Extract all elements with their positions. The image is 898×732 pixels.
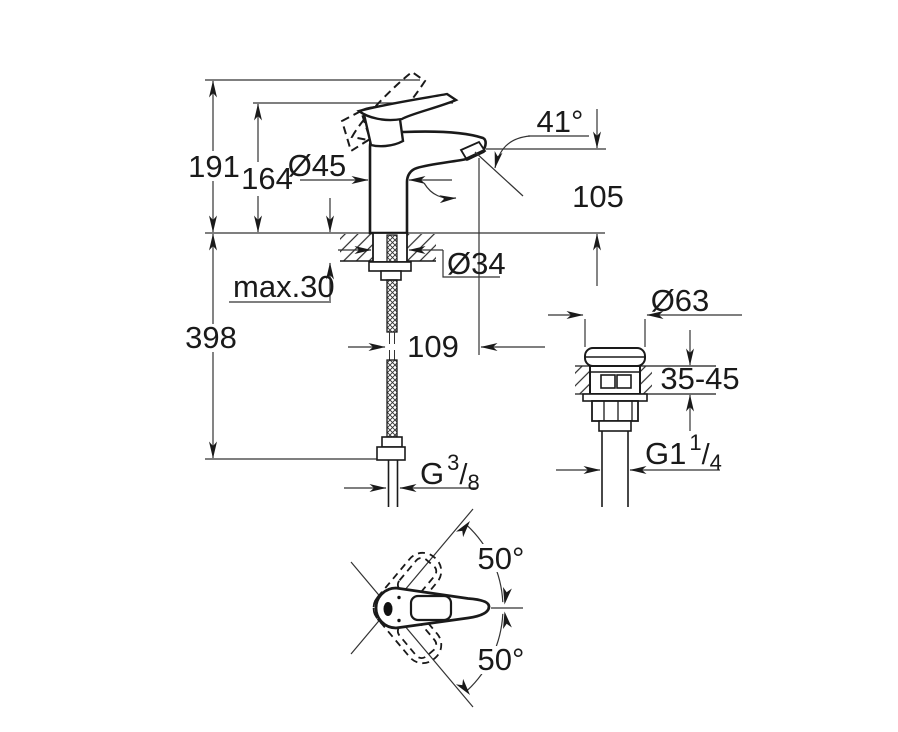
arrowhead-swing-upper-out — [455, 521, 470, 538]
label-overall-height: 191 — [188, 149, 240, 184]
arrowhead-swing-lower-in — [503, 611, 512, 630]
label-swing-lower: 50° — [478, 642, 525, 677]
handle-raised-knob — [340, 109, 372, 153]
hose-in-shank — [386, 234, 398, 263]
shank-washer — [368, 261, 412, 272]
swing-line-upper — [350, 508, 474, 655]
dimension-labels: 191 164 Ø45 41° 105 max.30 Ø34 398 109 Ø… — [185, 104, 740, 677]
supply-hose-upper — [386, 279, 398, 333]
handle-top-slot — [383, 602, 393, 616]
stream-direction-line — [474, 151, 524, 197]
label-flange-diameter: Ø63 — [651, 283, 710, 318]
waste-thread-base: G1 — [645, 436, 686, 471]
waste-hatch-right — [640, 366, 652, 394]
mounting-shank-and-hose — [368, 232, 412, 507]
handle-lever — [356, 92, 459, 122]
label-spout-projection: 109 — [407, 329, 459, 364]
dim-41-arc — [494, 135, 531, 169]
waste-overflow-left — [600, 374, 616, 389]
label-deck-thickness-range: 35-45 — [660, 361, 739, 396]
supply-thread-base: G — [420, 456, 444, 491]
swing-line-lower — [350, 561, 474, 708]
arrowhead-swing-upper-in — [503, 586, 512, 605]
counter-hatch-left — [340, 234, 373, 261]
aerator — [459, 140, 487, 162]
waste-locknut — [591, 400, 639, 422]
hose-fitting-nut — [376, 446, 406, 461]
waste-overflow-right — [616, 374, 632, 389]
label-swing-upper: 50° — [478, 541, 525, 576]
waste-hatch-left — [575, 366, 590, 394]
supply-thread-sup: 3 — [447, 450, 459, 475]
label-body-diameter: Ø45 — [288, 148, 347, 183]
waste-thread-sub: 4 — [710, 450, 722, 475]
handle-top-inner — [409, 594, 453, 622]
waste-washer — [582, 393, 648, 402]
waste-step — [598, 420, 632, 432]
aerator-face — [466, 149, 485, 161]
supply-thread-slash: / — [459, 459, 468, 491]
bg-50-upper — [474, 544, 528, 572]
handle-top-dot-2 — [397, 618, 401, 623]
dim-d34-leader — [442, 250, 500, 278]
bg-50-lower — [474, 646, 528, 674]
label-backgrounds — [474, 544, 528, 674]
label-hole-diameter: Ø34 — [447, 246, 506, 281]
supply-thread-sub: 8 — [467, 470, 479, 495]
flow-direction-arrow — [423, 182, 457, 204]
dimension-lines — [209, 80, 742, 492]
label-handle-height: 164 — [241, 161, 293, 196]
faucet-side-view — [340, 70, 524, 235]
counter-hatch-right — [407, 234, 436, 261]
handle-top-dot-1 — [397, 595, 401, 600]
label-outlet-height: 105 — [572, 179, 624, 214]
hose-fitting-top — [381, 436, 403, 448]
waste-thread-sup: 1 — [689, 430, 701, 455]
label-deck-thickness-max: max.30 — [233, 269, 335, 304]
waste-detail-view — [575, 319, 716, 507]
label-stream-angle: 41° — [537, 104, 584, 139]
arrowhead-swing-lower-out — [455, 678, 470, 695]
supply-hose-lower — [386, 359, 398, 438]
handle-top-view — [350, 508, 523, 708]
shank-nut — [380, 270, 402, 281]
waste-thread-slash: / — [702, 439, 711, 471]
label-length-below-deck: 398 — [185, 320, 237, 355]
